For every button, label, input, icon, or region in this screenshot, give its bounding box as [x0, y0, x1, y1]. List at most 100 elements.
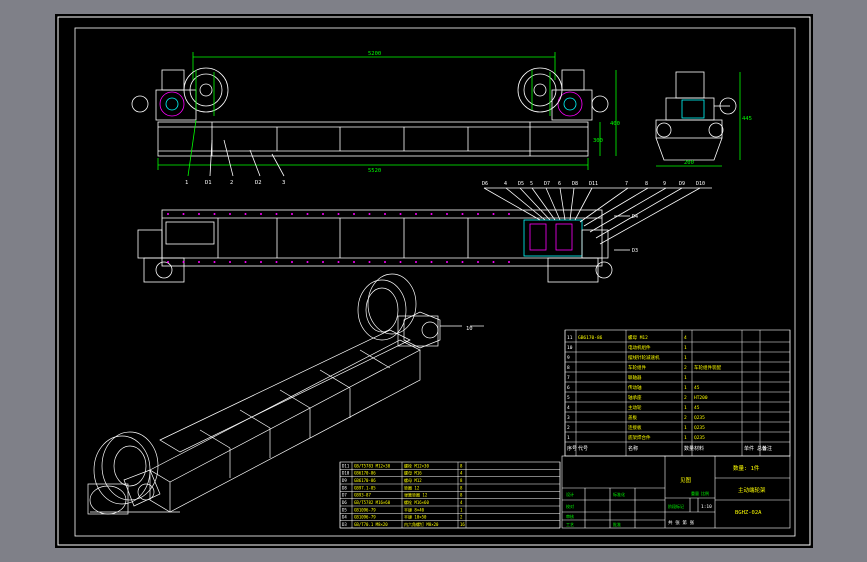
- dim-base: 5520: [368, 168, 381, 174]
- top-leader-label: D6: [482, 181, 488, 187]
- bolt-hole: [322, 261, 324, 263]
- title-block: [561, 455, 791, 529]
- bolt-hole: [461, 261, 464, 263]
- top-view-dots: [167, 213, 510, 263]
- bolt-hole: [213, 261, 216, 263]
- parts-cell: 11: [567, 335, 573, 341]
- top-leader-label: 8: [645, 181, 648, 187]
- std-cell: D7: [342, 493, 347, 498]
- parts-cell: 2: [684, 365, 687, 371]
- bolt-hole: [167, 213, 169, 215]
- sign-label-6: 批准: [613, 521, 621, 527]
- bolt-hole: [182, 261, 185, 263]
- isometric-callout: 10: [466, 326, 473, 332]
- parts-cell: 8: [567, 365, 570, 371]
- top-leader-label: 7: [625, 181, 628, 187]
- parts-cell: 电动机组件: [628, 344, 651, 351]
- std-cell: D5: [342, 507, 347, 512]
- leader-label-2: 2: [230, 180, 233, 186]
- bolt-hole: [213, 213, 216, 215]
- bolt-hole: [461, 213, 464, 215]
- title-block-text: 见图 数量: 1件 主动端轮架 BGHZ-02A 1:10 共 张 第 张 阶段…: [566, 464, 766, 527]
- std-cell: GB93-87: [354, 493, 371, 498]
- std-cell: D4: [342, 515, 347, 520]
- parts-cell: 盖板: [628, 414, 637, 421]
- bolt-hole: [399, 213, 402, 215]
- std-cell: 16: [460, 522, 465, 527]
- std-cell: 弹簧垫圈 12: [404, 492, 428, 498]
- title-quantity: 数量: 1件: [733, 464, 760, 472]
- right-leader-label: D4: [632, 214, 638, 220]
- leader-label-d1: D1: [205, 180, 212, 186]
- parts-cell: 摆线针轮减速机: [628, 354, 660, 361]
- parts-cell: 底架焊合件: [628, 434, 651, 441]
- side-view: [655, 71, 741, 167]
- bolt-hole: [446, 213, 448, 215]
- leader-label-3: 3: [282, 180, 285, 186]
- std-cell: GB6170-86: [354, 478, 376, 483]
- title-scale: 1:10: [701, 504, 712, 510]
- bolt-hole: [306, 261, 309, 263]
- parts-cell: 1: [567, 435, 570, 441]
- top-leader-label: 4: [504, 181, 507, 187]
- bolt-hole: [291, 261, 293, 263]
- parts-cell: Q235: [694, 435, 705, 441]
- bolt-hole: [430, 261, 433, 263]
- top-leader-label: D7: [544, 181, 550, 187]
- parts-cell: 6: [567, 385, 570, 391]
- parts-header-cell: 备注: [762, 445, 772, 452]
- bolt-hole: [477, 213, 479, 215]
- parts-cell: 9: [567, 355, 570, 361]
- stage-label-1: 阶段标记: [668, 503, 684, 509]
- std-cell: 8: [460, 493, 463, 498]
- std-cell: D8: [342, 485, 347, 490]
- std-cell: GB/T5782 M16×60: [354, 500, 391, 505]
- bolt-hole: [198, 261, 200, 263]
- std-cell: 内六角螺钉 M8×20: [404, 521, 439, 527]
- parts-cell: 1: [684, 405, 687, 411]
- sign-label-5: 标准化: [613, 491, 625, 497]
- leader-label-1: 1: [185, 180, 188, 186]
- parts-cell: 1: [684, 435, 687, 441]
- std-cell: 垫圈 12: [404, 484, 420, 490]
- leader-label-d2: D2: [255, 180, 262, 186]
- std-cell: GB/T5783 M12×30: [354, 463, 391, 468]
- parts-cell: 车轮组件: [628, 364, 646, 371]
- bolt-hole: [353, 261, 355, 263]
- std-cell: 8: [460, 478, 463, 483]
- sign-label-4: 工艺: [566, 522, 574, 527]
- std-cell: 平键 10×50: [404, 514, 427, 520]
- top-leader-label: D9: [679, 181, 685, 187]
- bolt-hole: [368, 261, 371, 263]
- top-leader-label: D11: [589, 181, 598, 187]
- parts-cell: 1: [684, 345, 687, 351]
- std-cell: D9: [342, 478, 347, 483]
- bolt-hole: [198, 213, 200, 215]
- parts-cell: 5: [567, 395, 570, 401]
- title-sheet: 共 张 第 张: [668, 519, 695, 526]
- bolt-hole: [384, 261, 386, 263]
- parts-header-cell: 名称: [628, 445, 638, 452]
- stage-label-3: 比例: [701, 490, 709, 496]
- std-cell: 螺栓 M12×30: [404, 462, 429, 468]
- bolt-hole: [229, 213, 231, 215]
- top-leader-label: 5: [530, 181, 533, 187]
- parts-cell: 轴承座: [628, 394, 642, 401]
- inner-frame: [74, 27, 796, 537]
- bolt-hole: [182, 213, 185, 215]
- top-leader-label: 6: [558, 181, 561, 187]
- isometric-view: [87, 273, 484, 515]
- dim-overall: 5200: [368, 51, 381, 57]
- parts-cell: Q235: [694, 425, 705, 431]
- bolt-hole: [446, 261, 448, 263]
- bolt-hole: [337, 213, 340, 215]
- bolt-hole: [508, 261, 510, 263]
- stage-label-2: 重量: [691, 490, 699, 496]
- paper-black: [55, 14, 813, 548]
- side-dim-height: 445: [742, 116, 752, 122]
- parts-cell: 车轮组件装配: [694, 364, 721, 371]
- outer-frame: [57, 16, 811, 546]
- std-cell: D10: [342, 471, 350, 476]
